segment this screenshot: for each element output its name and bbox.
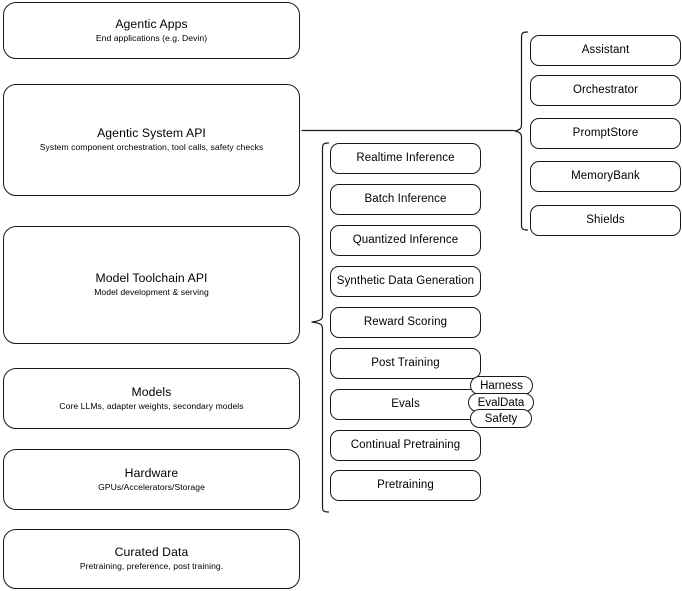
system-item-promptstore[interactable]: PromptStore (530, 118, 681, 149)
item-label: Synthetic Data Generation (336, 275, 475, 287)
item-label: Assistant (581, 44, 630, 56)
layer-title: Agentic Apps (115, 16, 188, 31)
toolchain-item-post-training[interactable]: Post Training (330, 348, 481, 379)
layer-subtitle: System component orchestration, tool cal… (39, 142, 264, 152)
brace-toolchain-components (311, 142, 330, 513)
toolchain-item-reward-scoring[interactable]: Reward Scoring (330, 307, 481, 338)
item-label: Realtime Inference (356, 152, 455, 164)
layer-models[interactable]: Models Core LLMs, adapter weights, secon… (3, 368, 300, 429)
item-label: Continual Pretraining (350, 439, 461, 451)
toolchain-item-pretraining[interactable]: Pretraining (330, 470, 481, 501)
layer-subtitle: GPUs/Accelerators/Storage (98, 481, 205, 492)
layer-hardware[interactable]: Hardware GPUs/Accelerators/Storage (3, 449, 300, 510)
layer-curated-data[interactable]: Curated Data Pretraining, preference, po… (3, 529, 300, 589)
eval-tag-safety[interactable]: Safety (470, 409, 532, 428)
brace-system-components (514, 31, 529, 231)
layer-model-toolchain-api[interactable]: Model Toolchain API Model development & … (3, 226, 300, 344)
system-item-orchestrator[interactable]: Orchestrator (530, 75, 681, 106)
item-label: Reward Scoring (363, 316, 448, 328)
item-label: Orchestrator (572, 84, 639, 96)
layer-agentic-system-api[interactable]: Agentic System API System component orch… (3, 84, 300, 196)
layer-subtitle: Core LLMs, adapter weights, secondary mo… (59, 400, 244, 411)
toolchain-item-synthetic-data-generation[interactable]: Synthetic Data Generation (330, 266, 481, 297)
toolchain-item-quantized-inference[interactable]: Quantized Inference (330, 225, 481, 256)
item-label: Batch Inference (364, 193, 447, 205)
layer-subtitle: Model development & serving (94, 287, 209, 297)
layer-title: Model Toolchain API (95, 271, 208, 285)
toolchain-item-evals[interactable]: Evals (330, 389, 481, 420)
item-label: PromptStore (572, 127, 639, 139)
item-label: MemoryBank (571, 170, 640, 182)
layer-agentic-apps[interactable]: Agentic Apps End applications (e.g. Devi… (3, 2, 300, 59)
item-label: Quantized Inference (352, 234, 459, 246)
pill-label: Harness (480, 379, 523, 392)
item-label: Pretraining (377, 479, 434, 491)
pill-label: EvalData (477, 396, 525, 409)
system-item-assistant[interactable]: Assistant (530, 35, 681, 66)
layer-title: Curated Data (114, 545, 189, 559)
toolchain-item-batch-inference[interactable]: Batch Inference (330, 184, 481, 215)
system-item-memorybank[interactable]: MemoryBank (530, 161, 681, 192)
layer-title: Hardware (124, 465, 179, 480)
system-item-shields[interactable]: Shields (530, 205, 681, 236)
layer-subtitle: End applications (e.g. Devin) (95, 32, 208, 43)
layer-title: Agentic System API (97, 126, 206, 140)
item-label: Shields (586, 214, 625, 226)
pill-label: Safety (484, 412, 518, 425)
toolchain-item-continual-pretraining[interactable]: Continual Pretraining (330, 430, 481, 461)
item-label: Evals (391, 398, 420, 410)
layer-subtitle: Pretraining, preference, post training. (79, 561, 224, 571)
toolchain-item-realtime-inference[interactable]: Realtime Inference (330, 143, 481, 174)
layer-title: Models (131, 384, 172, 399)
item-label: Post Training (371, 357, 440, 369)
